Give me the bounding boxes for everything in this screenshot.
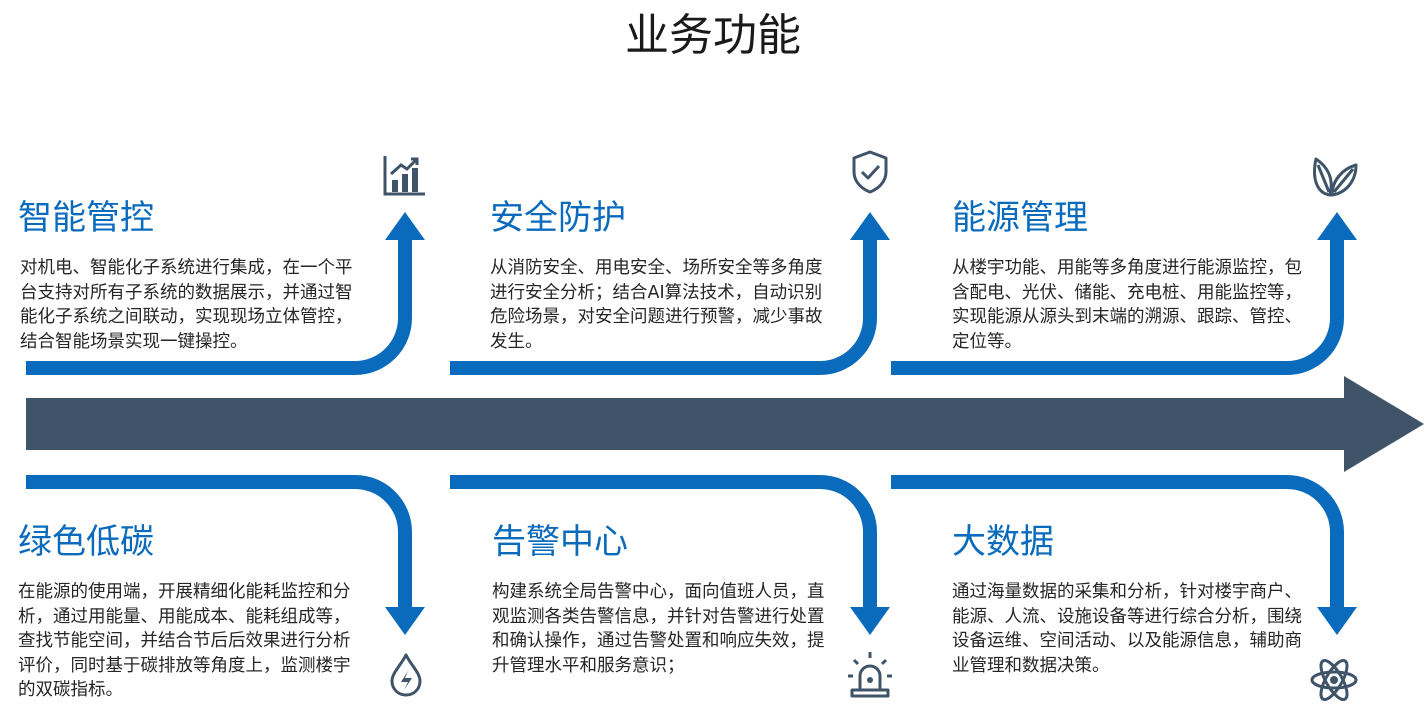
shield-check-icon [852,150,888,194]
card-title-alarm-center: 告警中心 [492,522,628,562]
card-title-smart-control: 智能管控 [18,198,154,238]
alarm-siren-icon [848,652,892,698]
leaves-icon [1313,157,1358,197]
connector-top-3 [891,212,1357,375]
connector-top-1 [26,212,425,375]
card-desc-big-data: 通过海量数据的采集和分析，针对楼宇商户、能源、人流、设施设备等进行综合分析，围绕… [952,582,1302,676]
connector-bottom-3 [891,475,1357,635]
card-title-energy: 能源管理 [952,198,1088,238]
card-desc-energy: 从楼宇功能、用能等多角度进行能源监控，包含配电、光伏、储能、充电桩、用能监控等，… [952,258,1302,352]
card-title-big-data: 大数据 [952,522,1054,562]
card-title-security: 安全防护 [490,198,626,238]
card-desc-security: 从消防安全、用电安全、场所安全等多角度进行安全分析；结合AI算法技术，自动识别危… [490,258,823,352]
page-title: 业务功能 [625,10,801,61]
water-drop-bolt-icon [390,653,422,697]
atom-icon [1310,659,1358,701]
connector-bottom-1 [26,475,425,635]
card-desc-green-low-carbon: 在能源的使用端，开展精细化能耗监控和分析，通过用能量、用能成本、能耗组成等，查找… [18,582,351,700]
card-title-green-low-carbon: 绿色低碳 [18,522,154,562]
bar-chart-growth-icon [383,156,425,196]
card-desc-smart-control: 对机电、智能化子系统进行集成，在一个平台支持对所有子系统的数据展示，并通过智能化… [20,258,353,352]
connector-bottom-2 [450,475,890,635]
connector-top-2 [450,212,890,375]
card-desc-alarm-center: 构建系统全局告警中心，面向值班人员，直观监测各类告警信息，并针对告警进行处置和确… [492,582,825,676]
main-arrow [26,376,1424,472]
